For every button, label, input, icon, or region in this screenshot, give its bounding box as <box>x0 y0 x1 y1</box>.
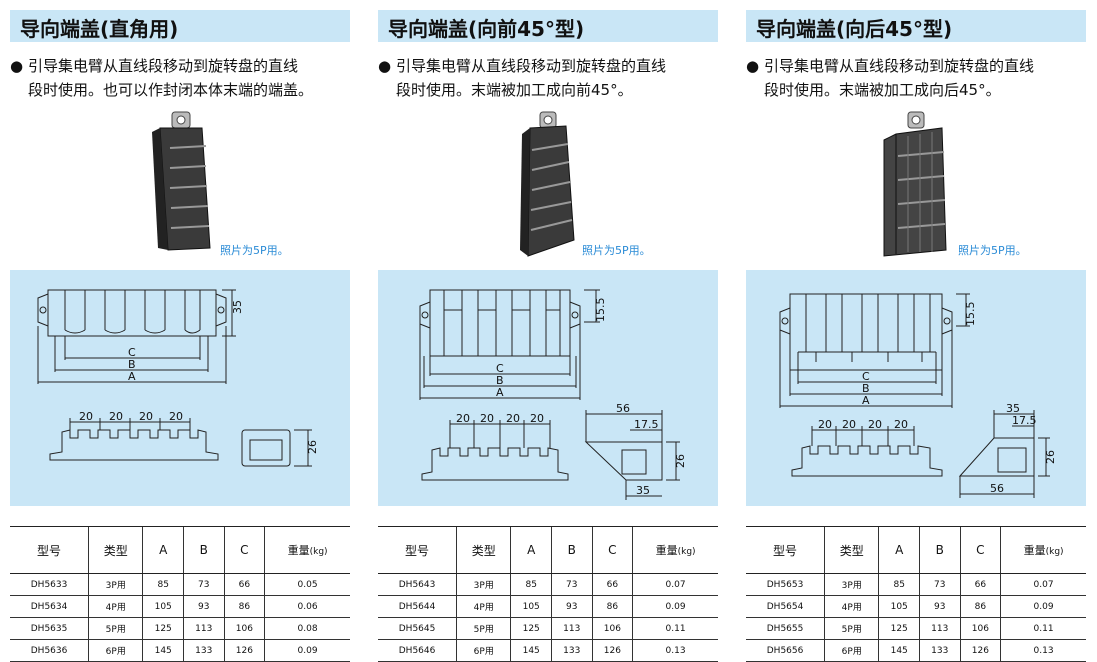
section-forward-45: 导向端盖(向前45°型) ● 引导集电臂从直线段移动到旋转盘的直线 段时使用。末… <box>378 0 718 662</box>
dim-b: B <box>496 374 504 387</box>
dim-pitch: 20 <box>456 412 470 425</box>
dim-side-inner: 17.5 <box>1012 414 1037 427</box>
dim-c: C <box>862 370 870 383</box>
dim-a: A <box>496 386 504 399</box>
dim-b: B <box>862 382 870 395</box>
dim-side-height: 26 <box>1044 450 1057 464</box>
dimension-drawing-svg: 35 C B A 20 20 20 20 26 <box>37 289 319 467</box>
dim-pitch: 20 <box>139 410 153 423</box>
dim-pitch: 20 <box>842 418 856 431</box>
dim-pitch: 20 <box>868 418 882 431</box>
table-header-row: 型号 类型 A B C 重量(kg) <box>746 526 1086 574</box>
dim-height: 35 <box>231 300 244 314</box>
section-description: ● 引导集电臂从直线段移动到旋转盘的直线 段时使用。末端被加工成向前45°。 <box>378 54 718 102</box>
photo-caption: 照片为5P用。 <box>958 244 1027 257</box>
section-title-bar: 导向端盖(向前45°型) <box>378 10 718 42</box>
section-title-bar: 导向端盖(向后45°型) <box>746 10 1086 42</box>
dim-b: B <box>128 358 136 371</box>
photo-caption: 照片为5P用。 <box>582 244 651 257</box>
section-title: 导向端盖(直角用) <box>20 17 179 41</box>
dim-side-bottom: 35 <box>636 484 650 497</box>
section-description: ● 引导集电臂从直线段移动到旋转盘的直线 段时使用。也可以作封闭本体末端的端盖。 <box>10 54 350 102</box>
section-title: 导向端盖(向前45°型) <box>388 17 585 41</box>
dim-pitch: 20 <box>506 412 520 425</box>
dim-c: C <box>128 346 136 359</box>
photo-caption: 照片为5P用。 <box>220 244 289 257</box>
dim-a: A <box>862 394 870 407</box>
section-title: 导向端盖(向后45°型) <box>756 17 953 41</box>
dim-c: C <box>496 362 504 375</box>
section-description: ● 引导集电臂从直线段移动到旋转盘的直线 段时使用。末端被加工成向后45°。 <box>746 54 1086 102</box>
product-photo <box>152 111 211 251</box>
dimension-drawing: 15.5 C B A 20 20 20 20 35 17.5 26 56 <box>746 270 1086 506</box>
section-right-angle: 导向端盖(直角用) ● 引导集电臂从直线段移动到旋转盘的直线 段时使用。也可以作… <box>10 0 350 662</box>
dimension-drawing: 35 C B A 20 20 20 20 26 <box>10 270 350 506</box>
dim-side-top: 35 <box>1006 402 1020 415</box>
section-backward-45: 导向端盖(向后45°型) ● 引导集电臂从直线段移动到旋转盘的直线 段时使用。末… <box>746 0 1086 662</box>
product-photo <box>520 111 575 257</box>
dim-a: A <box>128 370 136 383</box>
dim-side-height: 26 <box>306 440 319 454</box>
table-header-row: 型号 类型 A B C 重量(kg) <box>10 526 350 574</box>
dimension-drawing-svg: 15.5 C B A 20 20 20 20 35 17.5 26 56 <box>779 293 1057 498</box>
bullet-icon: ● <box>746 57 760 75</box>
dim-pitch: 20 <box>530 412 544 425</box>
dim-side-height: 26 <box>674 454 687 468</box>
section-title-bar: 导向端盖(直角用) <box>10 10 350 42</box>
dim-height: 15.5 <box>594 298 607 323</box>
dim-pitch: 20 <box>480 412 494 425</box>
product-photo <box>883 111 947 257</box>
dim-pitch: 20 <box>79 410 93 423</box>
bullet-icon: ● <box>10 57 24 75</box>
table-header-row: 型号 类型 A B C 重量(kg) <box>378 526 718 574</box>
dim-side-top: 56 <box>616 402 630 415</box>
dimension-drawing: 15.5 C B A 20 20 20 20 56 17.5 26 35 <box>378 270 718 506</box>
dim-side-inner: 17.5 <box>634 418 659 431</box>
bullet-icon: ● <box>378 57 392 75</box>
dimension-drawing-svg: 15.5 C B A 20 20 20 20 56 17.5 26 35 <box>419 289 687 500</box>
dim-pitch: 20 <box>169 410 183 423</box>
dim-pitch: 20 <box>818 418 832 431</box>
dim-height: 15.5 <box>964 302 977 327</box>
dim-pitch: 20 <box>109 410 123 423</box>
dim-side-bottom: 56 <box>990 482 1004 495</box>
dim-pitch: 20 <box>894 418 908 431</box>
